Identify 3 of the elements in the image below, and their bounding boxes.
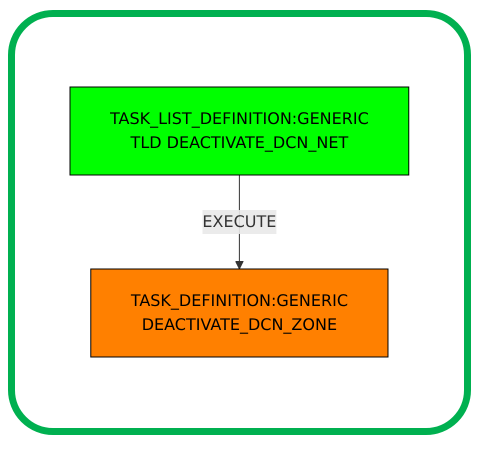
process-box: TASK_LIST_DEFINITION:GENERIC TLD DEACTIVATE_DCN_NET	[70, 86, 410, 176]
edge-label: EXECUTE	[202, 210, 276, 234]
process-box: TASK_DEFINITION:GENERIC DEACTIVATE_DCN_ZONE	[90, 268, 389, 358]
